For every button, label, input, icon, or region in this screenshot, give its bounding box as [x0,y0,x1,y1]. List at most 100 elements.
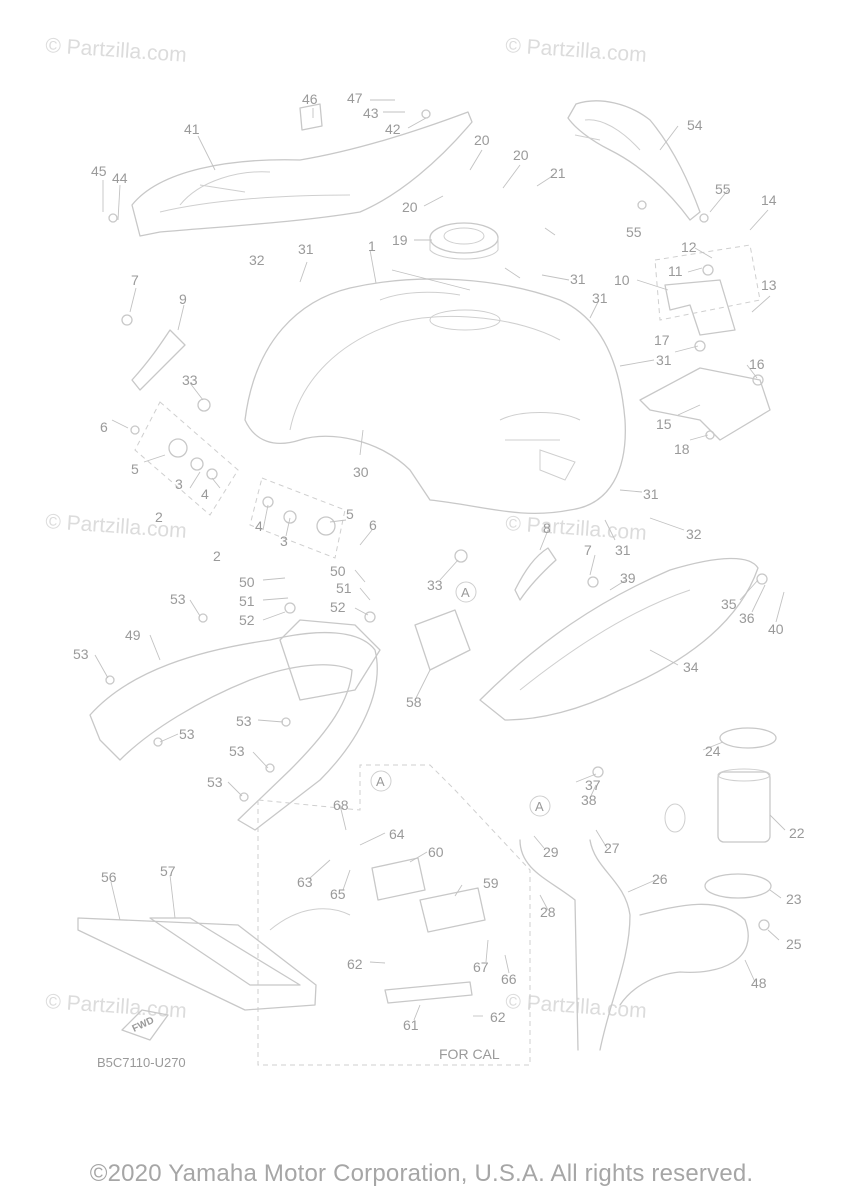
fuel-pump-drawing [717,771,771,843]
callout-59: 59 [483,875,499,891]
side-cover-right-drawing [479,557,759,721]
callout-58: 58 [406,694,422,710]
callout-33-a: 33 [182,372,198,388]
callout-15: 15 [656,416,672,432]
callout-7-left: 7 [131,272,139,288]
damper-group-left-box [134,401,239,516]
callout-56: 56 [101,869,117,885]
callout-19: 19 [392,232,408,248]
callout-2-right: 2 [213,548,221,564]
reference-a-1: A [461,585,470,600]
callout-26: 26 [652,871,668,887]
callout-51-left: 51 [239,593,255,609]
watermarks: © Partzilla.com © Partzilla.com © Partzi… [45,34,648,1023]
callout-61: 61 [403,1017,419,1033]
canister-bracket-61 [384,981,473,1004]
callout-27: 27 [604,840,620,856]
callout-32-b: 32 [686,526,702,542]
callout-53-c: 53 [236,713,252,729]
callout-3-right: 3 [280,533,288,549]
mount-bracket-15-drawing [639,367,771,441]
for-cal-label: FOR CAL [439,1046,500,1062]
copyright-footer: ©2020 Yamaha Motor Corporation, U.S.A. A… [89,1160,754,1187]
rear-cover-bracket-drawing [567,100,701,221]
callout-62-b: 62 [490,1009,506,1025]
callout-5-right: 5 [346,506,354,522]
callout-31-c: 31 [592,290,608,306]
canister-60-drawing [371,857,426,901]
callout-65: 65 [330,886,346,902]
callout-48: 48 [751,975,767,991]
callout-52-right: 52 [330,599,346,615]
callout-50-left: 50 [239,574,255,590]
part-drawings: FWD [77,100,777,1066]
watermark-bottom-right: © Partzilla.com [505,990,648,1023]
callout-31-a: 31 [298,241,314,257]
tank-bracket-right-drawing [514,547,557,601]
callout-2-left: 2 [155,509,163,525]
diagram-reference-code: B5C7110-U270 [97,1055,186,1070]
callout-29: 29 [543,844,559,860]
callout-53-e: 53 [229,743,245,759]
callout-45: 45 [91,163,107,179]
callout-13: 13 [761,277,777,293]
part-callouts: 1 2 2 3 3 4 4 5 5 6 6 7 7 8 9 10 11 12 1… [73,90,805,1033]
callout-38: 38 [581,792,597,808]
bracket-group-box [654,244,761,321]
callout-31-e: 31 [643,486,659,502]
reference-a-2: A [376,774,385,789]
fuel-line-48-drawing [619,903,749,1006]
callout-66: 66 [501,971,517,987]
callout-39: 39 [620,570,636,586]
callout-53-a: 53 [170,591,186,607]
callout-20-a: 20 [474,132,490,148]
side-cover-left-drawing [131,111,473,237]
callout-36: 36 [739,610,755,626]
callout-3-left: 3 [175,476,183,492]
callout-42: 42 [385,121,401,137]
callout-51-right: 51 [336,580,352,596]
callout-22: 22 [789,825,805,841]
pad-drawing [414,609,471,671]
callout-10: 10 [614,272,630,288]
hose-26-drawing [589,839,631,1051]
callout-41: 41 [184,121,200,137]
callout-9: 9 [179,291,187,307]
canister-59-drawing [419,887,486,933]
callout-63: 63 [297,874,313,890]
callout-57: 57 [160,863,176,879]
callout-62-a: 62 [347,956,363,972]
callout-16: 16 [749,356,765,372]
cover-mount-clip [299,103,323,131]
damper-group-right-box [249,477,346,559]
reference-a-markers: A A A [370,581,551,817]
callout-35: 35 [721,596,737,612]
callout-31-b: 31 [570,271,586,287]
callout-8: 8 [543,520,551,536]
callout-21: 21 [550,165,566,181]
fasteners [105,109,770,931]
callout-1: 1 [368,238,376,254]
callout-20-b: 20 [513,147,529,163]
callout-67: 67 [473,959,489,975]
callout-53-f: 53 [207,774,223,790]
callout-14: 14 [761,192,777,208]
callout-7-right: 7 [584,542,592,558]
seat-panel-57-drawing [149,917,301,986]
callout-40: 40 [768,621,784,637]
callout-64: 64 [389,826,405,842]
callout-54: 54 [687,117,703,133]
callout-55-a: 55 [715,181,731,197]
callout-43: 43 [363,105,379,121]
callout-12: 12 [681,239,697,255]
callout-44: 44 [112,170,128,186]
watermark-top-right: © Partzilla.com [505,34,648,67]
callout-55-b: 55 [626,224,642,240]
watermark-mid-right: © Partzilla.com [505,512,648,545]
reference-a-3: A [535,799,544,814]
watermark-top-left: © Partzilla.com [45,34,188,67]
callout-23: 23 [786,891,802,907]
fwd-tag [121,1009,169,1041]
callout-18: 18 [674,441,690,457]
tank-bracket-left-drawing [131,329,186,391]
